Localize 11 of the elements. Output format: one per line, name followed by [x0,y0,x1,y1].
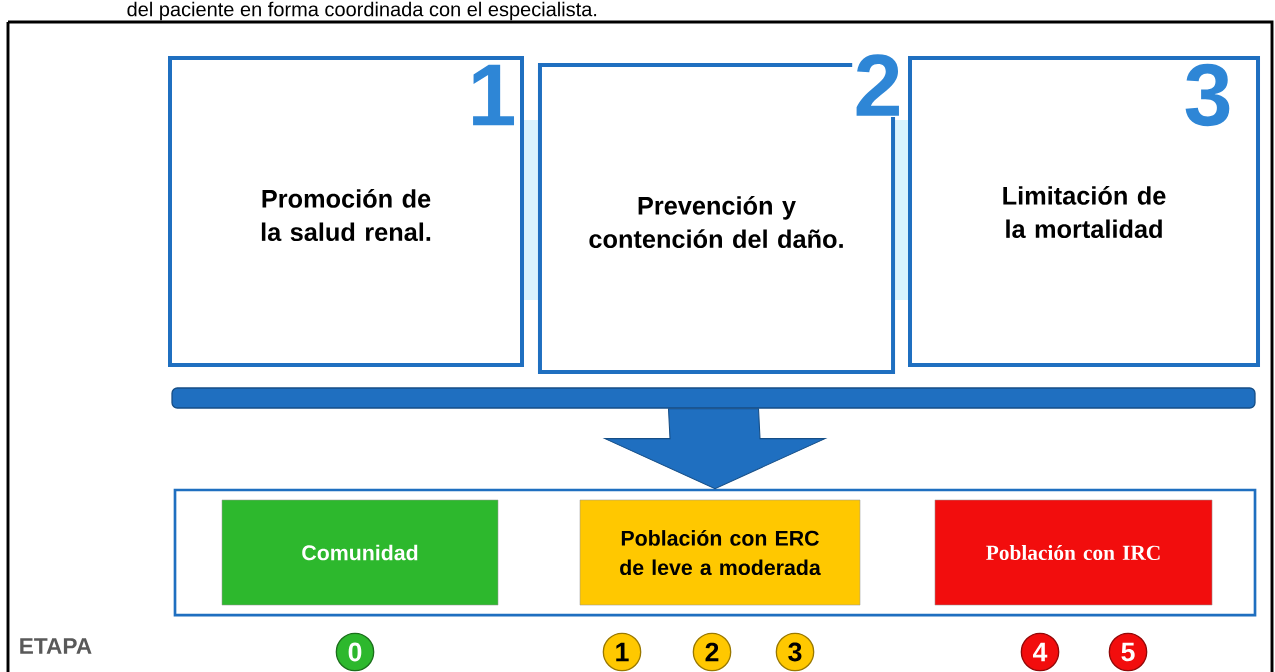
stage-box: 3 Limitación de la mortalidad [908,56,1260,367]
group-box [173,488,1257,617]
arrow [602,408,828,490]
stage-box: 1 Promoción de la salud renal. [168,56,524,367]
horizontal-bar [171,387,1256,409]
note-text: del paciente en forma coordinada con el especialista. [127,1,597,21]
population-box: Comunidad [221,499,499,606]
population-box: Población con ERC de leve a moderada [579,499,861,606]
stage-box: 2 Prevención y contención del daño. [537,52,904,374]
population-box: Población con IRC [934,499,1213,606]
stage-label: ETAPA [20,638,92,654]
